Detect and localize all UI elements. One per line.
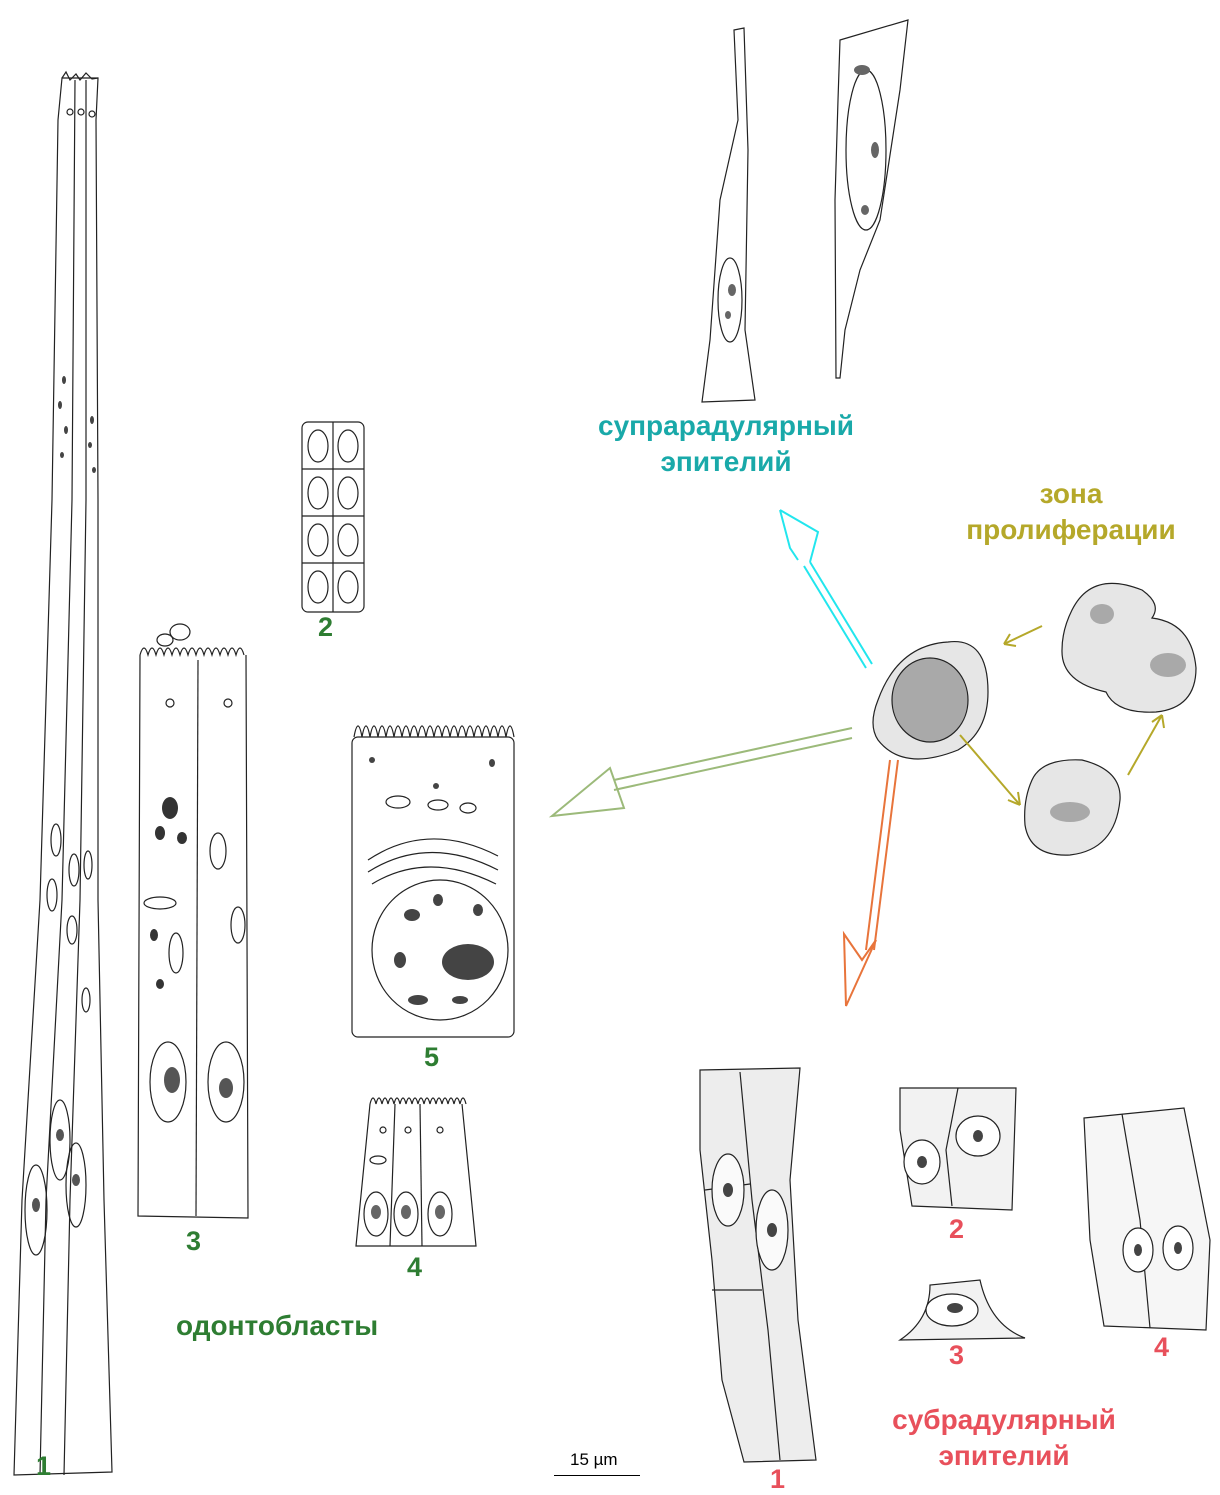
subradular-4-number: 4 [1154, 1332, 1169, 1363]
scale-bar-label: 15 µm [570, 1450, 618, 1470]
subradular-1-cells [700, 1068, 816, 1462]
odontoblast-4-cells [356, 1098, 476, 1246]
arrow-to-supraradular [780, 510, 872, 668]
subradular-3-cell [900, 1280, 1025, 1340]
subradular-4-cells [1084, 1108, 1210, 1330]
proliferation-label-line2: пролиферации [946, 514, 1196, 546]
odontoblast-3-cells [138, 624, 248, 1218]
odontoblasts-group-label: одонтобласты [176, 1310, 378, 1342]
subradular-2-number: 2 [949, 1214, 964, 1245]
arrow-to-subradular [844, 760, 898, 1006]
odontoblast-2-cells [302, 422, 364, 612]
supraradular-cells [702, 20, 908, 402]
odontoblast-2-number: 2 [318, 612, 333, 643]
arrow-to-odontoblasts [552, 728, 852, 816]
subradular-label-line2: эпителий [870, 1440, 1138, 1472]
subradular-2-cells [900, 1088, 1016, 1210]
scale-bar-line [554, 1475, 640, 1476]
supraradular-label-line2: эпителий [578, 446, 874, 478]
subradular-label-line1: субрадулярный [870, 1404, 1138, 1436]
odontoblast-1-cells [14, 72, 112, 1475]
subradular-1-number: 1 [770, 1464, 785, 1495]
odontoblast-3-number: 3 [186, 1226, 201, 1257]
odontoblast-1-number: 1 [36, 1451, 51, 1482]
proliferation-label-line1: зона [946, 478, 1196, 510]
odontoblast-4-number: 4 [407, 1252, 422, 1283]
proliferation-cells [873, 583, 1196, 855]
odontoblast-5-cell [352, 726, 514, 1037]
supraradular-label-line1: супрарадулярный [578, 410, 874, 442]
subradular-3-number: 3 [949, 1340, 964, 1371]
odontoblast-5-number: 5 [424, 1042, 439, 1073]
